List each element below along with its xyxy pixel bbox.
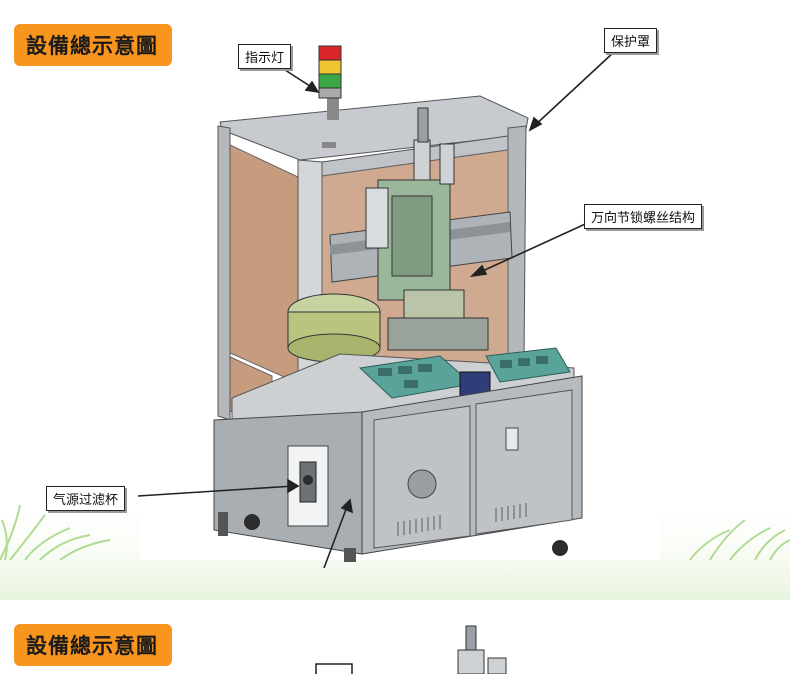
slide-1: 設備總示意圖 指示灯 保护罩 万向节锁螺丝结构 气源过滤杯 (0, 24, 790, 600)
stack-light-red (318, 45, 342, 61)
callout-arrows (137, 51, 615, 569)
slide-2-machine-preview (218, 618, 698, 674)
grass-decoration-right (689, 519, 790, 561)
stack-light-yellow (318, 59, 342, 75)
slide-2: 設備總示意圖 (0, 606, 790, 674)
indicator-light-callout: 指示灯 (238, 44, 292, 69)
slide-1-title: 設備總示意圖 (14, 24, 172, 66)
air-filter-cup-callout: 气源过滤杯 (46, 486, 126, 511)
universal-screw-lock-callout: 万向节锁螺丝结构 (584, 204, 703, 229)
stack-light-green (318, 73, 342, 89)
machine-illustration (0, 45, 790, 600)
grass-decoration-left (0, 504, 111, 561)
protective-cover-callout: 保护罩 (604, 28, 658, 53)
slide-2-title: 設備總示意圖 (14, 624, 172, 666)
